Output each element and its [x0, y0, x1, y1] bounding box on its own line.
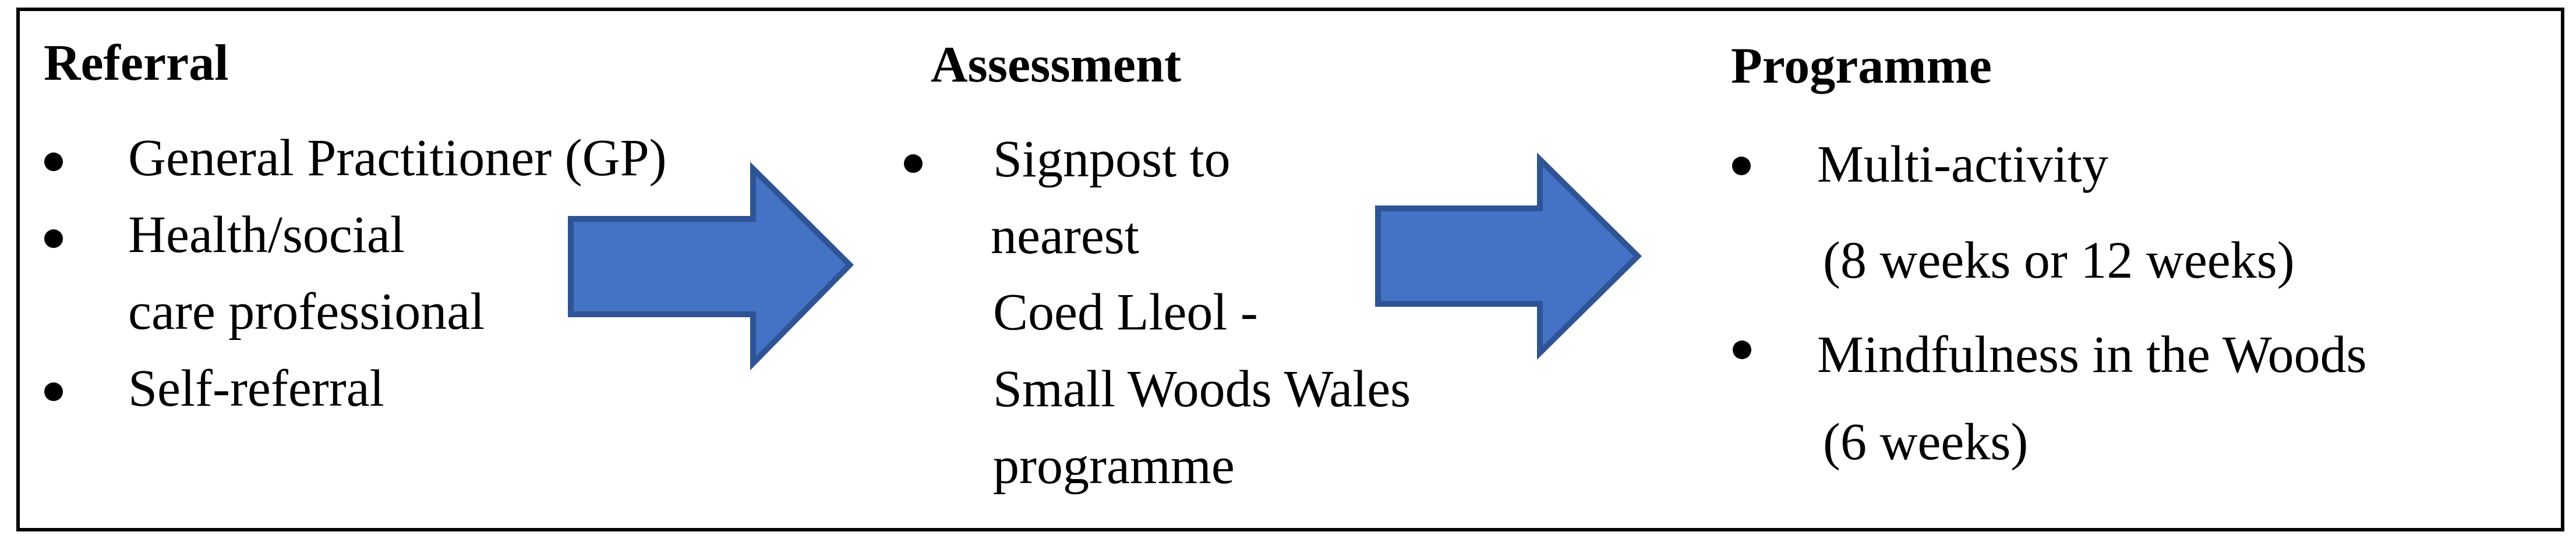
- referral-item-gp: General Practitioner (GP): [128, 129, 667, 187]
- assessment-item-line-5: programme: [993, 437, 1235, 495]
- programme-item-mindfulness-line-2: (6 weeks): [1823, 413, 2029, 471]
- assessment-item-line-3: Coed Lleol -: [993, 283, 1258, 341]
- assessment-heading: Assessment: [931, 37, 1182, 93]
- assessment-item-line-1: Signpost to: [993, 130, 1231, 188]
- diagram-frame-border: [16, 8, 2564, 531]
- bullet-icon: [44, 153, 63, 171]
- bullet-icon: [904, 154, 923, 173]
- right-arrow-icon: [568, 161, 854, 371]
- referral-heading: Referral: [44, 35, 229, 91]
- referral-item-health-social-line-2: care professional: [128, 283, 485, 341]
- programme-item-multi-activity-line-1: Multi-activity: [1817, 136, 2108, 193]
- bullet-icon: [44, 229, 63, 248]
- programme-heading: Programme: [1731, 38, 1992, 94]
- programme-item-multi-activity-line-2: (8 weeks or 12 weeks): [1823, 232, 2295, 289]
- referral-item-health-social-line-1: Health/social: [128, 206, 405, 264]
- assessment-item-line-2: nearest: [991, 207, 1139, 265]
- assessment-item-line-4: Small Woods Wales: [993, 360, 1411, 418]
- bullet-icon: [1732, 157, 1751, 175]
- right-arrow-icon: [1375, 153, 1642, 360]
- bullet-icon: [44, 382, 63, 401]
- programme-item-mindfulness-line-1: Mindfulness in the Woods: [1817, 326, 2367, 384]
- referral-item-self-referral: Self-referral: [128, 360, 384, 417]
- bullet-icon: [1733, 341, 1751, 359]
